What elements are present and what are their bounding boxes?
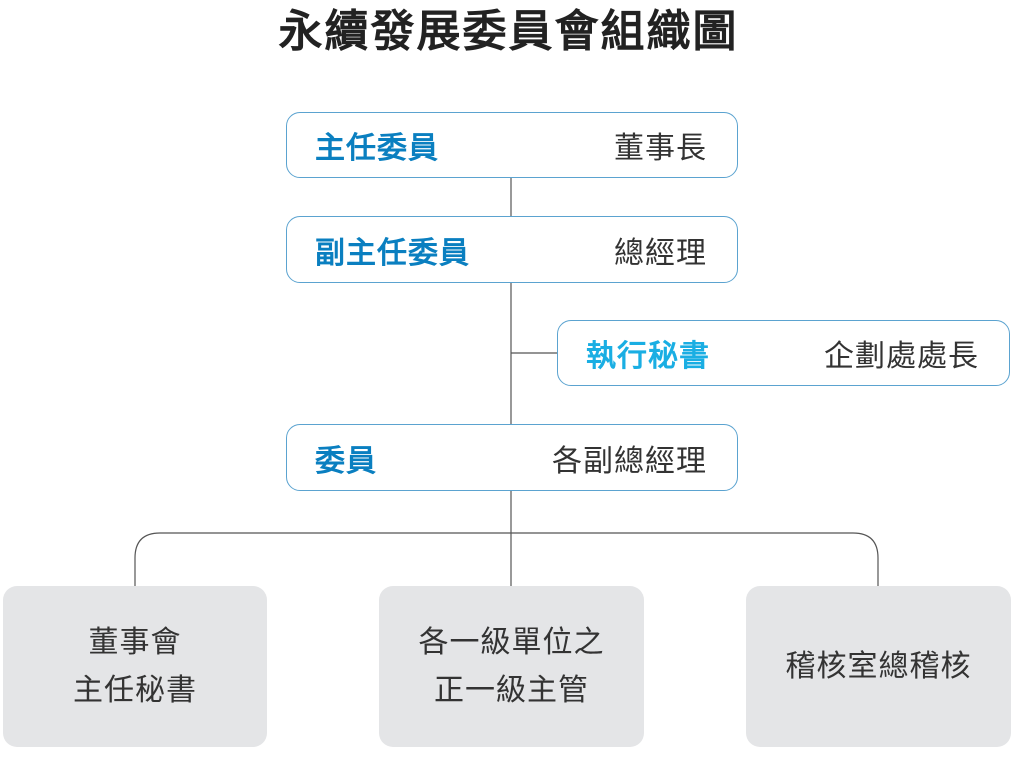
members-role-label: 委員 [315, 443, 377, 479]
chair-role-label: 主任委員 [315, 131, 439, 166]
connector-right-branch [511, 532, 879, 586]
chair-holder-label: 董事長 [614, 131, 707, 166]
unit-line: 主任秘書 [73, 672, 197, 708]
executive-secretary-holder-label: 企劃處處長 [824, 339, 979, 374]
vice-chair-box: 副主任委員 總經理 [286, 216, 738, 283]
unit-line: 董事會 [88, 624, 182, 660]
executive-secretary-role-label: 執行秘書 [586, 339, 710, 374]
executive-secretary-box: 執行秘書 企劃處處長 [557, 320, 1010, 386]
chair-box: 主任委員 董事長 [286, 112, 738, 178]
unit-box-chief-auditor: 稽核室總稽核 [746, 586, 1011, 747]
members-holder-label: 各副總經理 [552, 443, 707, 479]
unit-line: 各一級單位之 [418, 624, 605, 660]
members-box: 委員 各副總經理 [286, 424, 738, 491]
unit-box-department-heads: 各一級單位之 正一級主管 [379, 586, 644, 747]
unit-line: 稽核室總稽核 [785, 648, 972, 684]
vice-chair-holder-label: 總經理 [614, 235, 707, 271]
chart-title: 永續發展委員會組織圖 [278, 6, 739, 57]
unit-line: 正一級主管 [434, 672, 589, 708]
connector-left-branch [134, 532, 511, 586]
vice-chair-role-label: 副主任委員 [315, 235, 470, 271]
unit-box-board-secretary: 董事會 主任秘書 [3, 586, 267, 747]
